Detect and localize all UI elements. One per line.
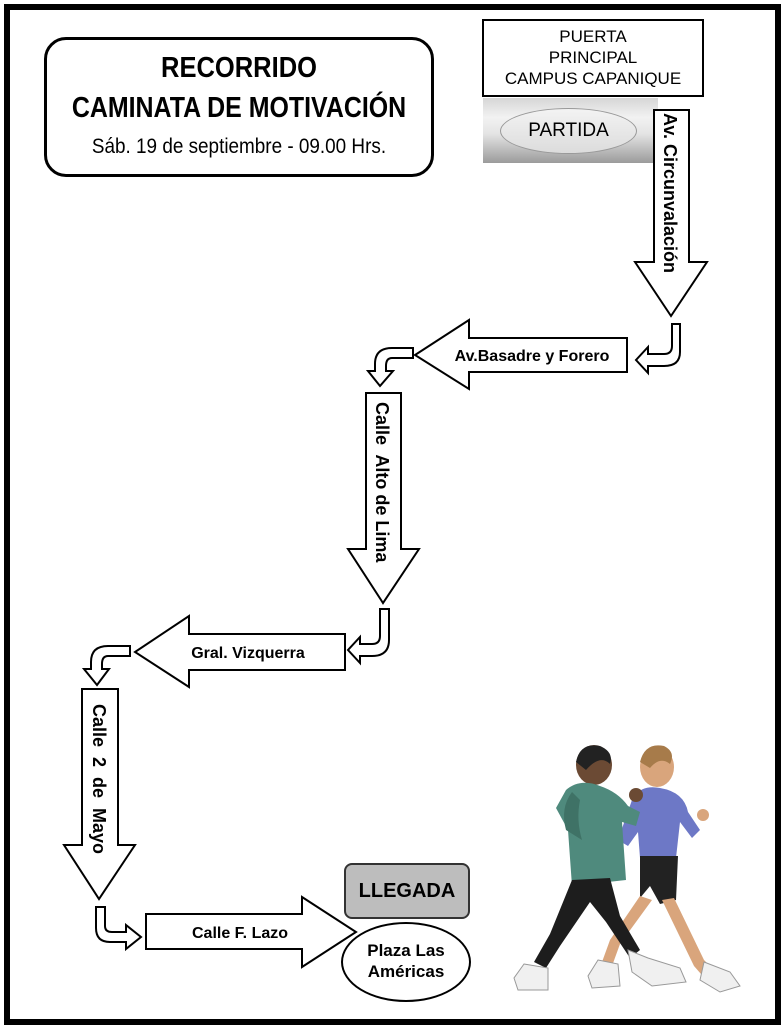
route-arrow-right: Calle F. Lazo — [145, 895, 358, 969]
route-arrow-down: Av. Circunvalación — [633, 109, 709, 318]
svg-text:Av.Basadre y Forero: Av.Basadre y Forero — [455, 348, 610, 365]
svg-text:Calle F. Lazo: Calle F. Lazo — [192, 925, 288, 942]
walker-green-icon — [513, 745, 687, 991]
street-label: Av. Circunvalación — [660, 113, 680, 273]
event-name: CAMINATA DE MOTIVACIÓN — [71, 92, 407, 124]
walkers-illustration — [513, 745, 741, 993]
svg-text:Calle Alto de Lima: Calle Alto de Lima — [372, 402, 392, 563]
svg-text:Calle 2 de Mayo: Calle 2 de Mayo — [89, 704, 109, 854]
start-label: PARTIDA — [500, 108, 637, 154]
turn-arrow-icon — [95, 906, 143, 952]
street-label: Av.Basadre y Forero — [455, 348, 610, 365]
turn-arrow-icon — [365, 347, 414, 388]
svg-text:Gral. Vizquerra: Gral. Vizquerra — [191, 645, 305, 662]
finish-location-line: Américas — [367, 962, 445, 981]
street-label: Gral. Vizquerra — [191, 645, 305, 662]
finish-label: LLEGADA — [344, 863, 470, 919]
turn-arrow-icon — [81, 645, 131, 687]
street-label: Calle F. Lazo — [192, 925, 288, 942]
event-date-time: Sáb. 19 de septiembre - 09.00 Hrs. — [91, 135, 387, 158]
finish-location-line: Plaza Las — [367, 941, 445, 960]
title-heading: RECORRIDO — [161, 52, 317, 84]
title-box: RECORRIDO CAMINATA DE MOTIVACIÓN Sáb. 19… — [44, 37, 434, 177]
route-arrow-down: Calle Alto de Lima — [346, 392, 421, 605]
start-location-box: PUERTA PRINCIPAL CAMPUS CAPANIQUE — [482, 19, 704, 97]
route-arrow-left: Gral. Vizquerra — [133, 614, 346, 689]
street-label: Calle 2 de Mayo — [89, 704, 109, 854]
route-arrow-down: Calle 2 de Mayo — [62, 688, 137, 901]
start-location-line: CAMPUS CAPANIQUE — [504, 69, 682, 88]
svg-text:Av. Circunvalación: Av. Circunvalación — [660, 113, 680, 273]
start-location-line: PUERTA — [559, 27, 627, 46]
start-location-line: PRINCIPAL — [548, 48, 638, 67]
finish-location-oval: Plaza Las Américas — [341, 922, 471, 1002]
street-label: Calle Alto de Lima — [372, 402, 392, 563]
turn-arrow-icon — [346, 608, 390, 666]
route-arrow-left: Av.Basadre y Forero — [413, 318, 628, 391]
turn-arrow-icon — [634, 323, 681, 376]
